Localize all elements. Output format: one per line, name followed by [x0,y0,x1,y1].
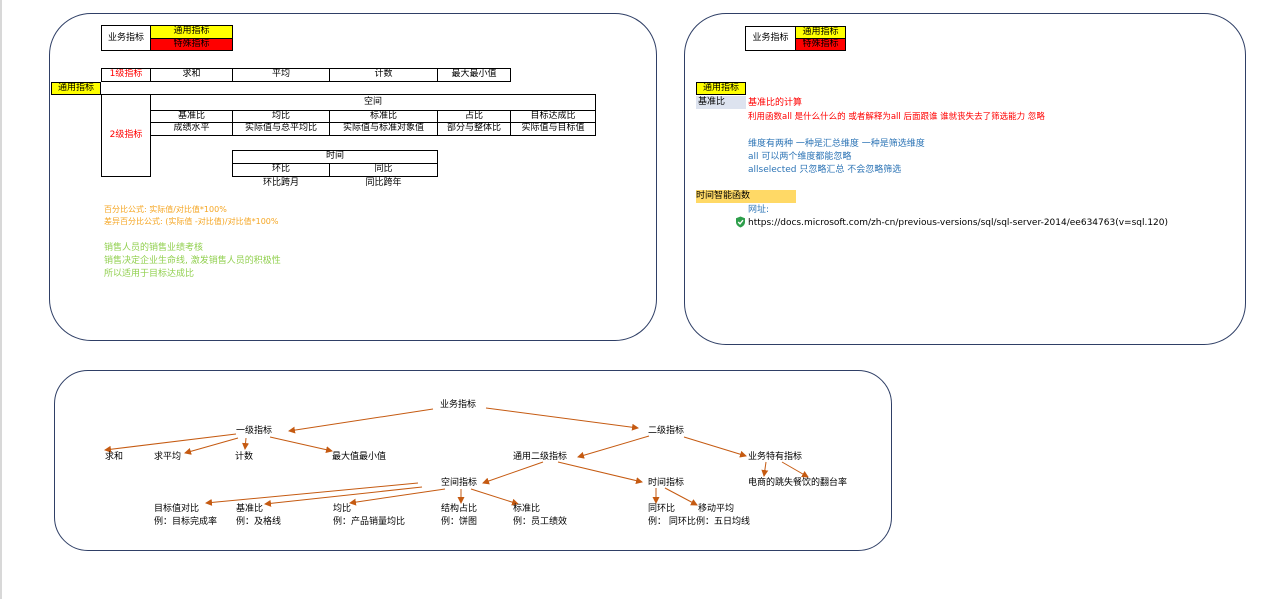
tree-time-yoy: 同环比 [648,504,676,514]
tree-space-structure-example: 例：饼图 [441,517,478,527]
right-general-tag: 通用指标 [696,82,746,95]
time-col-yoy: 同比 [329,163,438,177]
edge-special-child-1 [761,461,769,477]
time-desc-mom: 环比跨月 [262,178,299,188]
tree-space-standard-example: 例：员工绩效 [513,517,568,527]
dimension-line-2: all 可以两个维度都能忽略 [748,152,852,162]
tree-root: 业务指标 [440,400,477,410]
tree-level1: 一级指标 [236,426,273,436]
formula-diff-pct: 差异百分比公式: (实际值 -对比值)/对比值*100% [104,217,279,226]
tree-space-baseline: 基准比 [236,504,264,514]
time-desc-yoy: 同比跨年 [365,178,402,188]
tree-special: 业务特有指标 [748,452,803,462]
tree-panel [54,370,892,551]
shield-check-icon [735,216,746,228]
tree-l1-avg: 求平均 [154,452,182,462]
edge-l1-minmax [269,436,333,454]
tree-time-yoy-example: 例： 同环比 [648,517,696,527]
note-line-2: 销售决定企业生命线, 激发销售人员的积极性 [104,256,281,266]
tree-level2: 二级指标 [648,426,685,436]
edge-general-time [557,461,643,485]
edge-root-l2 [485,407,639,431]
edge-space-baseline [264,486,423,507]
edge-time-ma [664,487,698,506]
tree-space-target: 目标值对比 [154,504,200,514]
formula-pct: 百分比公式: 实际值/对比值*100% [104,205,227,214]
space-desc-target: 实际值与目标值 [510,122,596,136]
tree-special-child: 电商的跳失餐饮的翻台率 [748,478,848,488]
url-label: 网址: [748,205,770,215]
edge-special-child-2 [781,461,809,478]
tree-time: 时间指标 [648,478,685,488]
baseline-calc-desc: 利用函数all 是什么什么的 或者解释为all 后面跟谁 谁就丧失去了筛选能力 … [748,112,1045,122]
dimension-line-3: allselected 只忽略汇总 不会忽略筛选 [748,165,902,175]
edge-l1-avg [184,437,239,455]
tree-l1-minmax: 最大值最小值 [332,452,387,462]
dimension-line-1: 维度有两种 一种是汇总维度 一种是筛选维度 [748,139,925,149]
edge-space-standard [470,488,519,506]
right-legend-special: 特殊指标 [795,38,846,51]
tree-general2: 通用二级指标 [513,452,568,462]
edge-l1-sum [104,433,237,453]
time-fn-tag: 时间智能函数 [696,190,796,203]
tree-space: 空间指标 [441,478,478,488]
docs-link[interactable]: https://docs.microsoft.com/zh-cn/previou… [748,218,1169,228]
baseline-tag: 基准比 [696,96,746,109]
edge-l1-count [242,437,250,450]
edge-space-target [205,482,419,506]
edge-root-l1 [288,408,434,434]
legend-special: 特殊指标 [150,38,233,51]
tree-space-structure: 结构占比 [441,504,478,514]
level1-col-minmax: 最大最小值 [437,68,511,82]
edge-space-mean [349,488,446,506]
tree-l1-count: 计数 [235,452,254,462]
tree-time-ma-example: 例：五日均线 [696,517,751,527]
tree-time-ma: 移动平均 [698,504,735,514]
notes-panel [684,13,1246,345]
metrics-table-panel [49,13,657,341]
tree-space-mean: 均比 [333,504,352,514]
baseline-calc-title: 基准比的计算 [748,98,803,108]
tree-space-mean-example: 例：产品销量均比 [333,517,406,527]
note-line-1: 销售人员的销售业绩考核 [104,243,204,253]
tree-l1-sum: 求和 [105,452,124,462]
tree-space-target-example: 例：目标完成率 [154,517,218,527]
tree-space-standard: 标准比 [513,504,541,514]
general-tag: 通用指标 [51,82,101,95]
note-line-3: 所以适用于目标达成比 [104,269,195,279]
edge-general-space [482,461,544,485]
left-gutter [0,0,2,599]
edge-l2-special [683,436,747,458]
edge-l2-general [577,435,650,459]
tree-space-baseline-example: 例：及格线 [236,517,282,527]
